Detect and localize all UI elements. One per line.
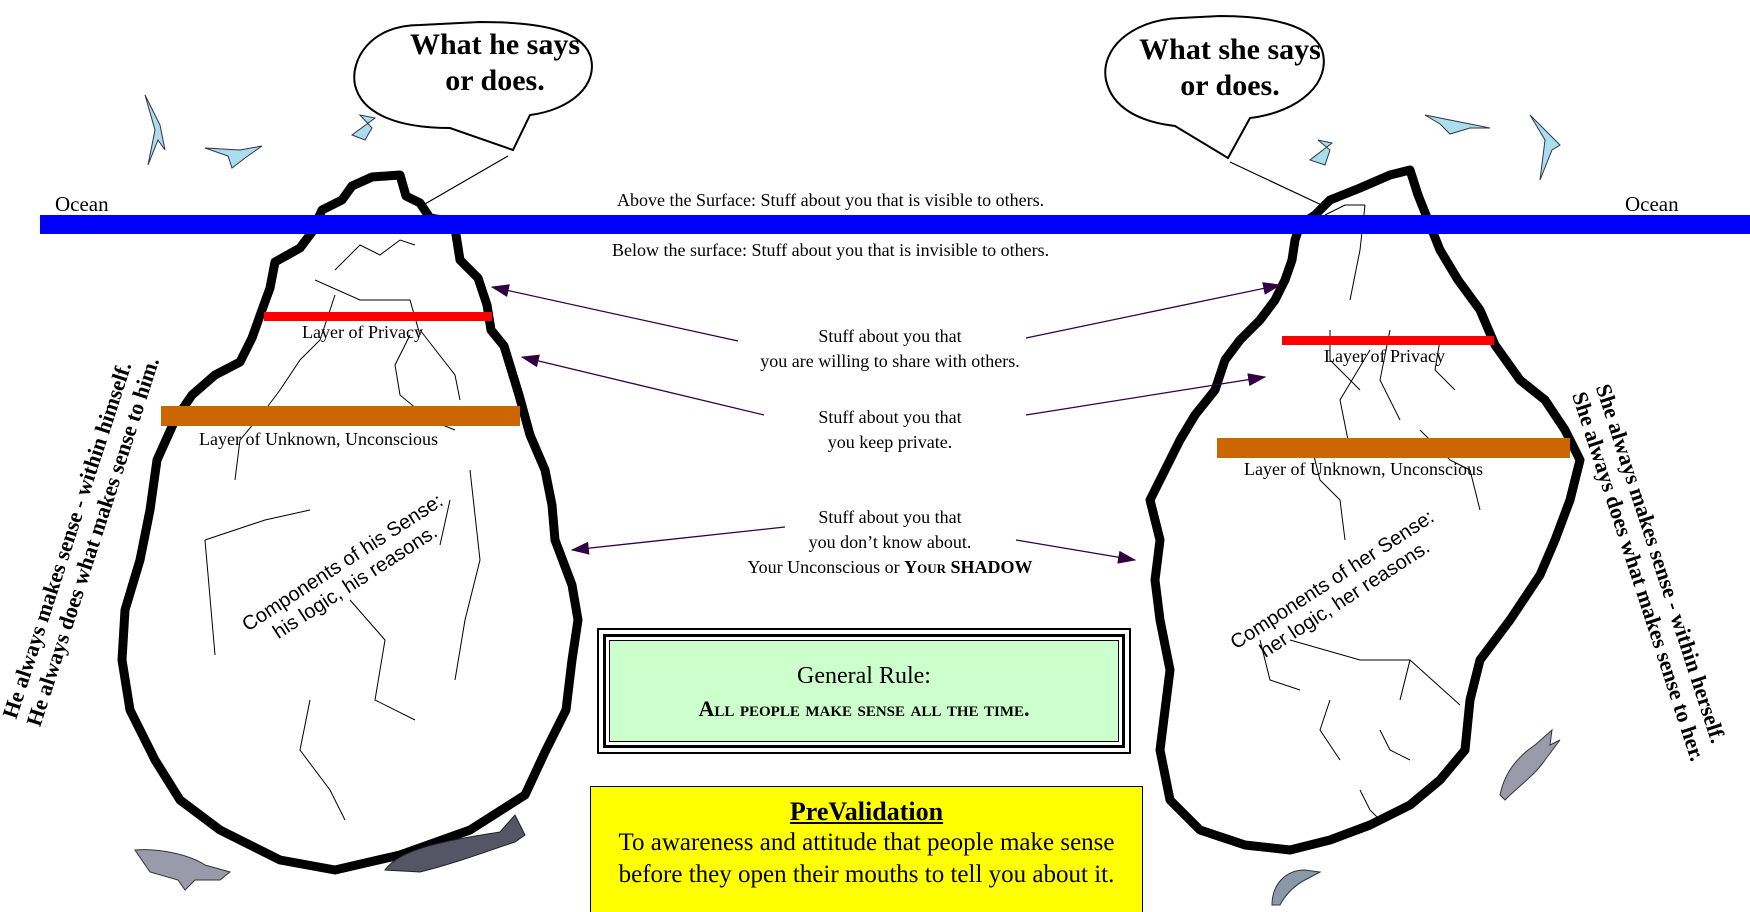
left-unknown-bar	[161, 406, 520, 426]
shark-icon	[134, 849, 232, 891]
private-note-line2: you keep private.	[827, 432, 953, 452]
unknown-note-shadow: Shadow	[950, 557, 1033, 577]
right-bubble-line1: What she says	[1139, 33, 1321, 66]
right-privacy-bar	[1282, 336, 1494, 345]
left-iceberg	[117, 170, 583, 875]
arrow-share-left	[490, 284, 739, 342]
seagull-icon	[144, 94, 1561, 181]
right-unknown-bar	[1217, 438, 1570, 458]
below-surface-text: Below the surface: Stuff about you that …	[612, 240, 1050, 260]
unknown-note: Stuff about you that you don’t know abou…	[700, 505, 1080, 580]
general-rule-panel: General Rule: All people make sense all …	[609, 640, 1119, 742]
share-note-line1: Stuff about you that	[818, 326, 962, 346]
arrow-unknown-left	[570, 526, 786, 555]
above-surface-text: Above the Surface: Stuff about you that …	[617, 190, 1045, 210]
general-rule-title: General Rule:	[797, 663, 931, 689]
arrows	[490, 282, 1282, 564]
prevalidation-line1: To awareness and attitude that people ma…	[618, 829, 1115, 856]
left-privacy-bar	[264, 312, 492, 321]
prevalidation-title: PreValidation	[789, 797, 944, 826]
whale-icon	[384, 814, 526, 873]
arrow-private-right	[1025, 373, 1267, 416]
arrow-unknown-right	[1015, 539, 1137, 564]
arrow-share-right	[1025, 282, 1282, 339]
arrow-private-left	[520, 354, 765, 416]
share-note-line2: you are willing to share with others.	[760, 351, 1020, 371]
right-iceberg	[1145, 165, 1585, 855]
unknown-note-prefix: Your Unconscious or	[747, 557, 905, 577]
left-bubble-line2: or does.	[445, 64, 545, 97]
left-bubble-line1: What he says	[409, 28, 581, 61]
prevalidation-line2: before they open their mouths to tell yo…	[618, 861, 1115, 888]
private-note: Stuff about you that you keep private.	[740, 405, 1040, 455]
unknown-note-line3: Your Unconscious or Your Shadow	[700, 555, 1080, 580]
left-unknown-label: Layer of Unknown, Unconscious	[199, 429, 438, 449]
shark-icon	[1499, 728, 1561, 801]
left-privacy-label: Layer of Privacy	[302, 322, 423, 342]
ocean-surface-line	[40, 215, 1750, 234]
unknown-note-line1: Stuff about you that	[818, 507, 962, 527]
general-rule-body: All people make sense all the time.	[698, 696, 1030, 721]
right-privacy-label: Layer of Privacy	[1324, 346, 1445, 366]
dolphin-icon	[1271, 869, 1322, 906]
share-note: Stuff about you that you are willing to …	[700, 324, 1080, 374]
right-bubble-text: What she says or does.	[1120, 32, 1340, 104]
unknown-note-your: Your	[904, 557, 947, 577]
right-speech-bubble	[1104, 14, 1329, 209]
prevalidation-box: PreValidation To awareness and attitude …	[590, 786, 1143, 912]
general-rule-frame: General Rule: All people make sense all …	[603, 634, 1125, 748]
right-unknown-label: Layer of Unknown, Unconscious	[1244, 459, 1483, 479]
ocean-label-left: Ocean	[55, 192, 109, 216]
private-note-line1: Stuff about you that	[818, 407, 962, 427]
ocean-label-right: Ocean	[1625, 192, 1679, 216]
right-bubble-line2: or does.	[1180, 69, 1280, 102]
left-bubble-text: What he says or does.	[395, 27, 595, 99]
left-speech-bubble	[353, 20, 593, 209]
general-rule-box: General Rule: All people make sense all …	[597, 628, 1131, 754]
unknown-note-line2: you don’t know about.	[808, 532, 972, 552]
